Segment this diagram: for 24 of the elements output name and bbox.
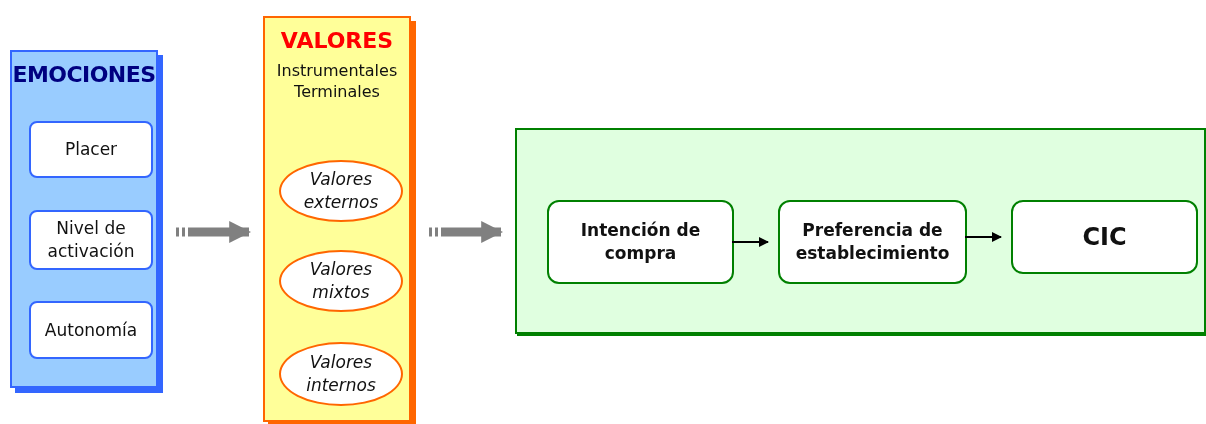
node-label: Preferencia de establecimiento: [794, 219, 951, 265]
node-label: Nivel de activación: [46, 217, 136, 263]
concept-box: [29, 301, 153, 359]
node-label: Intención de compra: [579, 219, 702, 265]
panel-heading: VALORES: [280, 27, 394, 55]
block-arrow: [441, 221, 504, 243]
node-label: Valores externos: [302, 168, 380, 214]
concept-box: [778, 200, 967, 284]
panel-subtitle: Terminales: [294, 81, 380, 103]
node-label: Autonomía: [44, 318, 138, 342]
node-label: Placer: [64, 138, 118, 161]
block-arrow: [188, 221, 252, 243]
panel-heading: EMOCIONES: [12, 61, 156, 89]
node-label: CIC: [1082, 221, 1127, 253]
arrow: [731, 237, 769, 247]
concept-box: [1011, 200, 1198, 274]
panel: [515, 128, 1206, 334]
concept-box: [29, 121, 153, 178]
node-label: Valores internos: [305, 351, 377, 397]
concept-box: [547, 200, 734, 284]
concept-box: [29, 210, 153, 270]
node-label: Valores mixtos: [308, 258, 374, 304]
panel-subtitle: Instrumentales: [276, 59, 398, 82]
arrow: [964, 232, 1002, 242]
